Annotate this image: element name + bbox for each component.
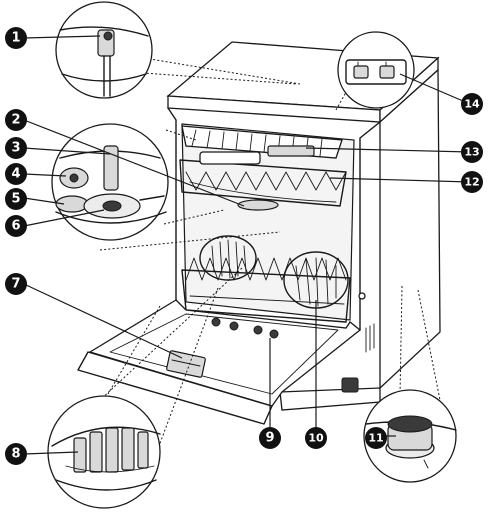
detail-control-panel <box>337 31 415 109</box>
svg-text:13: 13 <box>464 146 479 159</box>
callout-6: 6 <box>5 215 27 237</box>
detail-top-spray-connector <box>55 1 153 99</box>
svg-text:12: 12 <box>464 176 479 189</box>
callout-2: 2 <box>5 109 27 131</box>
callout-7: 7 <box>5 273 27 295</box>
svg-text:6: 6 <box>11 219 20 234</box>
callout-12: 12 <box>461 171 483 193</box>
side-panel <box>379 68 441 390</box>
callout-13: 13 <box>461 141 483 163</box>
callout-5: 5 <box>5 188 27 210</box>
guide-lines <box>99 53 441 471</box>
door <box>77 299 362 425</box>
callout-4: 4 <box>5 163 27 185</box>
svg-text:5: 5 <box>11 192 20 207</box>
callout-10: 10 <box>305 427 327 449</box>
svg-text:1: 1 <box>11 31 20 46</box>
callout-9: 9 <box>259 427 281 449</box>
callout-3: 3 <box>5 137 27 159</box>
svg-text:3: 3 <box>11 141 20 156</box>
svg-text:14: 14 <box>464 98 480 111</box>
detail-cutlery-basket <box>47 395 161 509</box>
svg-text:11: 11 <box>368 432 383 445</box>
leader-lines <box>23 35 471 455</box>
svg-text:9: 9 <box>265 431 274 446</box>
detail-spray-filter <box>51 123 169 241</box>
svg-text:2: 2 <box>11 113 20 128</box>
detergent-dispenser <box>166 350 206 378</box>
detail-leveling-foot <box>363 389 457 483</box>
callout-1: 1 <box>5 27 27 49</box>
lower-spray-nozzles <box>211 317 279 339</box>
svg-text:7: 7 <box>11 277 20 292</box>
callout-14: 14 <box>461 93 483 115</box>
svg-text:10: 10 <box>308 432 324 445</box>
callout-8: 8 <box>5 443 27 465</box>
callout-badges: 1 2 3 4 5 6 7 8 <box>5 27 483 465</box>
svg-text:8: 8 <box>11 447 20 462</box>
callout-11: 11 <box>365 427 387 449</box>
svg-text:4: 4 <box>11 167 20 182</box>
third-rack <box>181 125 343 159</box>
